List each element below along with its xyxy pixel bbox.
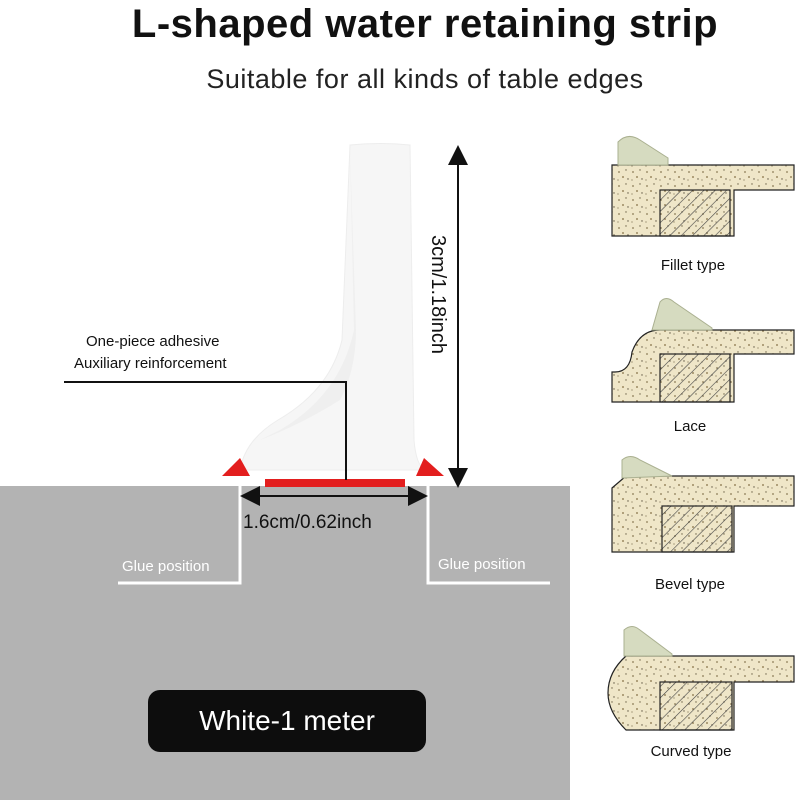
width-dimension-label: 1.6cm/0.62inch (243, 512, 372, 533)
page-title: L-shaped water retaining strip (131, 2, 719, 46)
edge-illustration-curved (607, 626, 795, 731)
edge-caption-curved: Curved type (650, 743, 732, 760)
height-dimension-label: 3cm/1.18inch (427, 235, 449, 354)
glue-marker-left (222, 458, 250, 476)
edge-illustration-bevel (611, 456, 795, 553)
edge-caption-lace: Lace (673, 418, 707, 435)
adhesive-label-line1: One-piece adhesive (86, 333, 220, 350)
adhesive-label: One-piece adhesive Auxiliary reinforceme… (74, 331, 227, 375)
adhesive-tape (265, 479, 405, 487)
adhesive-leader-line (64, 381, 347, 480)
color-length-badge: White-1 meter (148, 690, 426, 752)
page-subtitle: Suitable for all kinds of table edges (206, 64, 644, 94)
glue-marker-right (416, 458, 444, 476)
edge-illustration-lace (611, 298, 795, 403)
l-strip-profile (239, 143, 427, 471)
glue-position-left-label: Glue position (122, 558, 210, 575)
edge-illustration-fillet (611, 136, 795, 237)
adhesive-label-line2: Auxiliary reinforcement (74, 355, 227, 372)
glue-notch-right (426, 486, 550, 585)
l-strip-shadow (260, 150, 356, 440)
glue-notch-left (118, 486, 242, 585)
edge-caption-fillet: Fillet type (660, 257, 726, 274)
edge-caption-bevel: Bevel type (654, 576, 726, 593)
glue-position-right-label: Glue position (438, 556, 526, 573)
